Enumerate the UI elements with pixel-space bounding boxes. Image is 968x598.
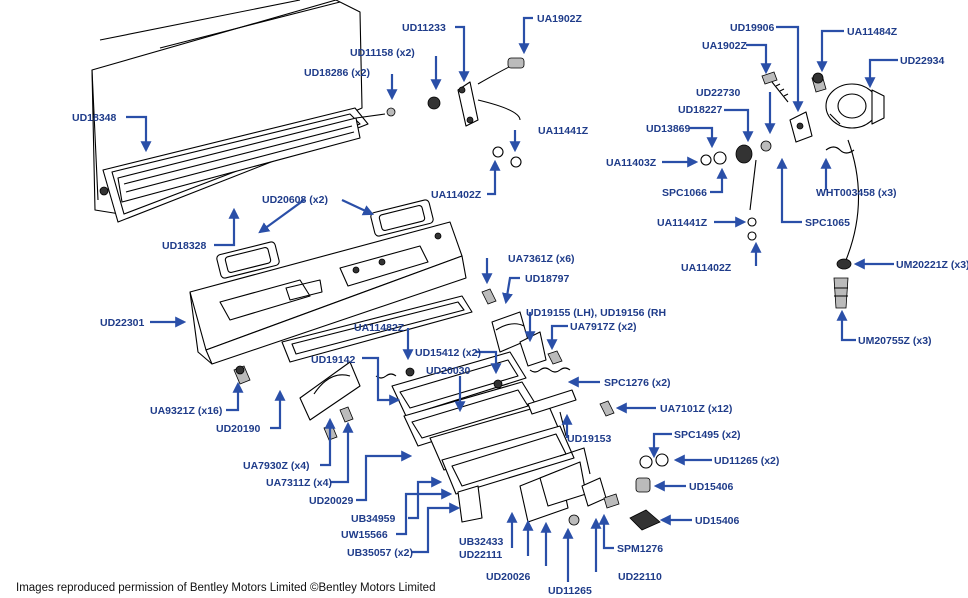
label-ud15406-a: UD15406 bbox=[689, 481, 734, 493]
label-ua7361z: UA7361Z (x6) bbox=[508, 253, 575, 265]
label-ud20190: UD20190 bbox=[216, 423, 261, 435]
label-um20755z: UM20755Z (x3) bbox=[858, 335, 932, 347]
label-spc1065: SPC1065 bbox=[805, 217, 850, 229]
label-ud19153: UD19153 bbox=[567, 433, 612, 445]
outlet-grilles-ud20608 bbox=[216, 199, 434, 279]
label-ud22110: UD22110 bbox=[618, 571, 662, 583]
label-ud18286: UD18286 (x2) bbox=[304, 67, 370, 79]
label-ua11402z-right: UA11402Z bbox=[681, 262, 732, 274]
flap-lever-ud11233 bbox=[457, 57, 525, 168]
copyright-credit: Images reproduced permission of Bentley … bbox=[16, 582, 435, 594]
label-ua11402z: UA11402Z bbox=[431, 189, 482, 201]
label-ud19155-ud19156: UD19155 (LH), UD19156 (RH bbox=[526, 307, 666, 319]
motor-fixings bbox=[811, 72, 860, 261]
label-spc1066: SPC1066 bbox=[662, 187, 707, 199]
label-ud20608: UD20608 (x2) bbox=[262, 194, 328, 206]
label-ud11158: UD11158 (x2) bbox=[350, 47, 415, 59]
label-ud20029: UD20029 bbox=[309, 495, 354, 507]
label-ud18328: UD18328 bbox=[162, 240, 207, 252]
label-ud11265: UD11265 bbox=[548, 585, 592, 597]
label-spm1276: SPM1276 bbox=[617, 543, 663, 555]
label-um20221z: UM20221Z (x3) bbox=[896, 259, 968, 271]
label-ud22934: UD22934 bbox=[900, 55, 945, 67]
label-ud22301: UD22301 bbox=[100, 317, 145, 329]
label-ua11403z: UA11403Z bbox=[606, 157, 657, 169]
label-ud20030: UD20030 bbox=[426, 365, 471, 377]
label-ud18797: UD18797 bbox=[525, 273, 570, 285]
label-ua9321z: UA9321Z (x16) bbox=[150, 405, 222, 417]
gasket-ud20190 bbox=[281, 295, 473, 363]
bracket-assembly bbox=[457, 447, 591, 526]
heater-matrix-ud18328 bbox=[117, 96, 441, 203]
label-spc1495: SPC1495 (x2) bbox=[674, 429, 741, 441]
leader-arrows bbox=[126, 16, 898, 582]
label-ub35057: UB35057 (x2) bbox=[347, 547, 413, 559]
label-ua7930z: UA7930Z (x4) bbox=[243, 460, 310, 472]
label-ua1902z: UA1902Z bbox=[537, 13, 583, 25]
label-ud15406-b: UD15406 bbox=[695, 515, 740, 527]
label-ua11482z: UA11482Z bbox=[354, 322, 405, 334]
link-ud19153 bbox=[527, 389, 615, 437]
label-uw15566: UW15566 bbox=[341, 529, 388, 541]
label-ud11233: UD11233 bbox=[402, 22, 446, 34]
label-ua1902z-right: UA1902Z bbox=[702, 40, 748, 52]
heater-housing-cover bbox=[91, 0, 363, 215]
distribution-box-ud22301 bbox=[189, 221, 467, 365]
label-ub34959: UB34959 bbox=[351, 513, 396, 525]
mounts-um20221z-um20755z bbox=[833, 258, 852, 309]
label-ud22111: UD22111 bbox=[459, 549, 502, 561]
label-ud13869: UD13869 bbox=[646, 123, 691, 135]
label-ua7311z: UA7311Z (x4) bbox=[266, 477, 332, 489]
flap-assemblies bbox=[391, 351, 575, 495]
label-wht003458: WHT003458 (x3) bbox=[816, 187, 897, 199]
label-ua11441z: UA11441Z bbox=[538, 125, 589, 137]
screw-ua1902z-right bbox=[761, 71, 789, 103]
label-ud19142: UD19142 bbox=[311, 354, 356, 366]
label-ud18227: UD18227 bbox=[678, 104, 723, 116]
label-ud15412: UD15412 (x2) bbox=[415, 347, 481, 359]
linkage-ud19906 bbox=[789, 111, 813, 143]
label-ua11484z: UA11484Z bbox=[847, 26, 898, 38]
label-ud20026: UD20026 bbox=[486, 571, 531, 583]
label-ud11265-x2: UD11265 (x2) bbox=[714, 455, 779, 467]
label-ua7101z: UA7101Z (x12) bbox=[660, 403, 732, 415]
label-ub32433: UB32433 bbox=[459, 536, 504, 548]
label-ud22730: UD22730 bbox=[696, 87, 741, 99]
control-knob-parts bbox=[581, 453, 669, 531]
motor-ud22934 bbox=[825, 83, 885, 129]
label-ua11441z-right: UA11441Z bbox=[657, 217, 708, 229]
label-ua7917z: UA7917Z (x2) bbox=[570, 321, 637, 333]
label-ud19906: UD19906 bbox=[730, 22, 775, 34]
part-labels: UD11233 UA1902Z UD11158 (x2) UD18286 (x2… bbox=[72, 13, 968, 597]
label-spc1276: SPC1276 (x2) bbox=[604, 377, 671, 389]
flap-plate-ud19142 bbox=[299, 361, 361, 421]
label-ud18348: UD18348 bbox=[72, 112, 117, 124]
spindle-parts bbox=[700, 140, 772, 241]
